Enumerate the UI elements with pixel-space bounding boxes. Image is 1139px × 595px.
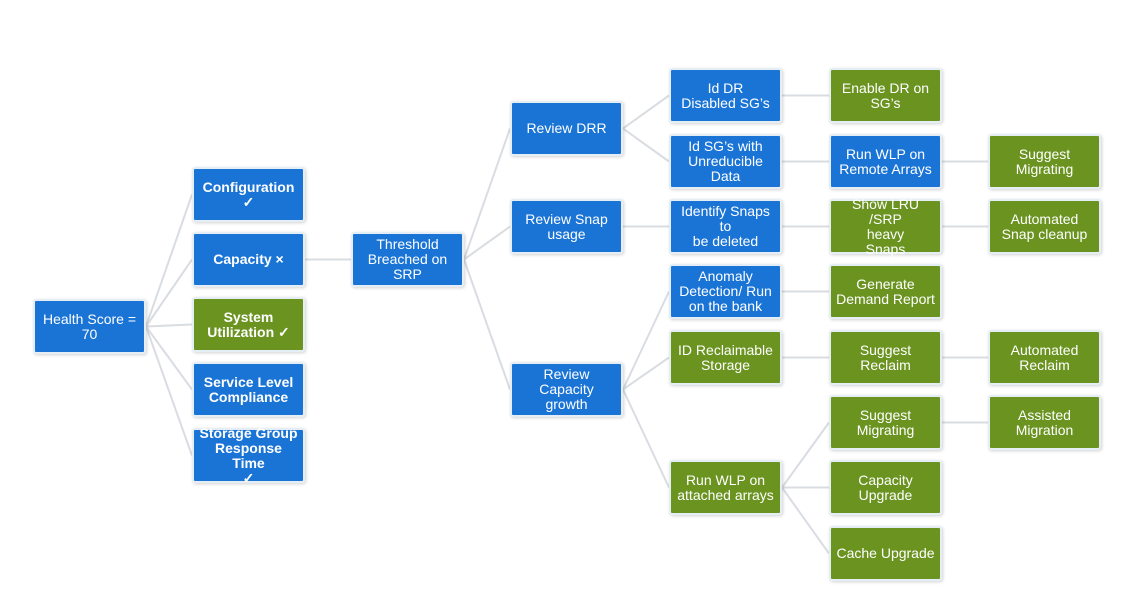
connector-review-drr-node-to-id-dr-disabled-node [622, 94, 670, 130]
connector-review-capacity-growth-node-to-run-wlp-attached-node [622, 389, 670, 488]
generate-demand-report-node: Generate Demand Report [829, 264, 942, 319]
run-wlp-remote-node: Run WLP on Remote Arrays [829, 134, 942, 189]
review-drr-node: Review DRR [510, 101, 623, 156]
storage-group-response-time-node: Storage Group Response Time ✓ [192, 425, 305, 485]
id-sgs-unreducible-node: Id SG’s with Unreducible Data [669, 134, 782, 189]
connector-health-score-node-to-system-utilization-node [145, 323, 193, 328]
connector-review-drr-node-to-id-sgs-unreducible-node [622, 127, 670, 163]
suggest-reclaim-node: Suggest Reclaim [829, 330, 942, 385]
identify-snaps-node: Identify Snaps to be deleted [669, 199, 782, 254]
connector-run-wlp-attached-node-to-cache-upgrade-node [781, 486, 830, 555]
connector-health-score-node-to-storage-group-response-time-node [145, 326, 193, 456]
connector-health-score-node-to-service-level-compliance-node [145, 325, 193, 391]
run-wlp-attached-node: Run WLP on attached arrays [669, 460, 782, 515]
connector-threshold-breached-node-to-review-drr-node [463, 128, 511, 260]
connector-review-capacity-growth-node-to-id-reclaimable-storage-node [622, 356, 670, 391]
id-dr-disabled-node: Id DR Disabled SG’s [669, 68, 782, 123]
connector-review-capacity-growth-node-to-anomaly-detection-node [622, 291, 670, 390]
system-utilization-node: System Utilization ✓ [192, 297, 305, 352]
connector-health-score-node-to-configuration-node [145, 194, 193, 327]
review-snap-usage-node: Review Snap usage [510, 199, 623, 254]
show-lru-srp-node: Show LRU /SRP heavy Snaps [829, 196, 942, 256]
connector-threshold-breached-node-to-review-capacity-growth-node [463, 259, 511, 390]
health-score-node: Health Score = 70 [33, 299, 146, 354]
id-reclaimable-storage-node: ID Reclaimable Storage [669, 330, 782, 385]
configuration-node: Configuration ✓ [192, 167, 305, 222]
cache-upgrade-node: Cache Upgrade [829, 526, 942, 581]
enable-dr-node: Enable DR on SG’s [829, 68, 942, 123]
anomaly-detection-node: Anomaly Detection/ Run on the bank [669, 264, 782, 319]
connector-health-score-node-to-capacity-node [145, 258, 193, 328]
suggest-migrating-node-2: Suggest Migrating [829, 395, 942, 450]
service-level-compliance-node: Service Level Compliance [192, 362, 305, 417]
review-capacity-growth-node: Review Capacity growth [510, 362, 623, 417]
capacity-upgrade-node: Capacity Upgrade [829, 460, 942, 515]
threshold-breached-node: Threshold Breached on SRP [351, 232, 464, 287]
capacity-node: Capacity × [192, 232, 305, 287]
automated-reclaim-node: Automated Reclaim [988, 330, 1101, 385]
assisted-migration-node: Assisted Migration [988, 395, 1101, 450]
suggest-migrating-node-1: Suggest Migrating [988, 134, 1101, 189]
connector-threshold-breached-node-to-review-snap-usage-node [463, 225, 511, 261]
automated-snap-cleanup-node: Automated Snap cleanup [988, 199, 1101, 254]
connector-run-wlp-attached-node-to-suggest-migrating-node-2 [781, 421, 830, 489]
